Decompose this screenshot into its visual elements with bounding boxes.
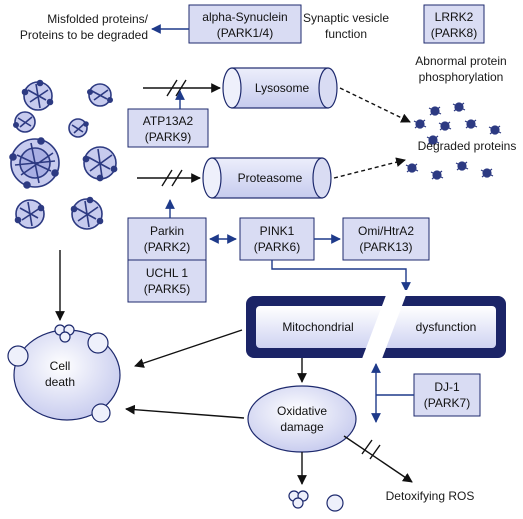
mitochondria-to-cell-death-arrow bbox=[134, 329, 243, 368]
uchl1-box: UCHL 1 (PARK5) bbox=[127, 259, 207, 303]
atp13a2-name: ATP13A2 bbox=[143, 114, 194, 128]
protein-icon bbox=[87, 83, 114, 107]
alpha-synuclein-name: alpha-Synuclein bbox=[202, 10, 287, 24]
protein-icon bbox=[82, 146, 118, 182]
proteasome-input-arrow bbox=[137, 169, 201, 187]
omi-htra2-locus: (PARK13) bbox=[359, 240, 412, 254]
dj1-locus: (PARK7) bbox=[424, 396, 470, 410]
protein-icon bbox=[21, 79, 54, 111]
parkin-name: Parkin bbox=[150, 224, 184, 238]
pink1-box: PINK1 (PARK6) bbox=[239, 217, 315, 261]
proteasome-to-degraded-arrow bbox=[333, 157, 406, 179]
atp13a2-box: ATP13A2 (PARK9) bbox=[127, 108, 209, 148]
proteins-to-be-degraded-label: Proteins to be degraded bbox=[20, 28, 148, 42]
dj1-box: DJ-1 (PARK7) bbox=[413, 373, 481, 417]
degraded-proteins-label: Degraded proteins bbox=[418, 139, 517, 153]
cell-label: Cell bbox=[50, 359, 71, 373]
mitochondria: Mitochondrial dysfunction bbox=[246, 290, 506, 364]
protein-fragment-icon bbox=[428, 106, 442, 116]
omi-htra2-name: Omi/HtrA2 bbox=[358, 224, 414, 238]
pink1-name: PINK1 bbox=[260, 224, 295, 238]
abnormal-protein-label: Abnormal protein bbox=[415, 54, 506, 68]
oxidative-damage: Oxidative damage bbox=[247, 385, 357, 453]
protein-icon bbox=[68, 118, 89, 138]
misfolded-proteins-label: Misfolded proteins/ bbox=[47, 12, 148, 26]
protein-fragment-icon bbox=[430, 170, 444, 180]
lrrk2-name: LRRK2 bbox=[435, 10, 474, 24]
uchl1-locus: (PARK5) bbox=[144, 282, 190, 296]
cell-fragments bbox=[288, 490, 344, 512]
detoxifying-ros-label: Detoxifying ROS bbox=[386, 489, 475, 503]
synaptic-vesicle-label: Synaptic vesicle bbox=[303, 11, 389, 25]
damage-label: damage bbox=[280, 420, 324, 434]
parkin-locus: (PARK2) bbox=[144, 240, 190, 254]
protein-fragment-icon bbox=[438, 121, 452, 131]
protein-fragment-icon bbox=[452, 102, 466, 112]
lrrk2-locus: (PARK8) bbox=[431, 26, 477, 40]
protein-fragment-icon bbox=[480, 168, 494, 178]
dj1-name: DJ-1 bbox=[434, 380, 460, 394]
uchl1-name: UCHL 1 bbox=[146, 266, 189, 280]
protein-fragment-icon bbox=[455, 161, 469, 171]
pink1-locus: (PARK6) bbox=[254, 240, 300, 254]
detox-ros-arrow bbox=[343, 435, 413, 483]
death-label: death bbox=[45, 375, 75, 389]
synaptic-function-label: function bbox=[325, 27, 367, 41]
alpha-synuclein-box: alpha-Synuclein (PARK1/4) bbox=[188, 4, 302, 44]
alpha-synuclein-locus: (PARK1/4) bbox=[217, 26, 273, 40]
protein-fragment-icon bbox=[488, 125, 502, 135]
degraded-protein-fragments bbox=[405, 102, 502, 180]
protein-icon bbox=[9, 137, 60, 189]
misfolded-protein-cluster bbox=[9, 79, 118, 230]
protein-fragment-icon bbox=[464, 119, 478, 129]
mitochondrial-label: Mitochondrial bbox=[282, 320, 353, 334]
pink1-to-mitochondria-arrow bbox=[271, 260, 411, 292]
protein-icon bbox=[70, 196, 104, 230]
protein-fragment-icon bbox=[405, 163, 419, 173]
lysosome-input-arrow bbox=[143, 79, 221, 97]
lysosome-cylinder: Lysosome bbox=[222, 67, 338, 109]
lysosome-to-degraded-arrow bbox=[339, 87, 411, 123]
oxidative-label: Oxidative bbox=[277, 404, 327, 418]
atp13a2-locus: (PARK9) bbox=[145, 130, 191, 144]
oxidative-to-cell-death-arrow bbox=[125, 404, 245, 419]
lrrk2-box: LRRK2 (PARK8) bbox=[423, 4, 485, 44]
protein-icon bbox=[13, 111, 36, 133]
protein-fragment-icon bbox=[413, 119, 427, 129]
dysfunction-label: dysfunction bbox=[416, 320, 477, 334]
cell-death: Cell death bbox=[7, 324, 121, 423]
proteasome-cylinder: Proteasome bbox=[202, 157, 332, 199]
omi-htra2-box: Omi/HtrA2 (PARK13) bbox=[342, 217, 430, 261]
parkin-box: Parkin (PARK2) bbox=[127, 217, 207, 261]
protein-fragment-icon bbox=[426, 135, 440, 145]
phosphorylation-label: phosphorylation bbox=[419, 70, 504, 84]
lysosome-label: Lysosome bbox=[255, 81, 310, 95]
protein-icon bbox=[14, 199, 45, 229]
proteasome-label: Proteasome bbox=[238, 171, 303, 185]
